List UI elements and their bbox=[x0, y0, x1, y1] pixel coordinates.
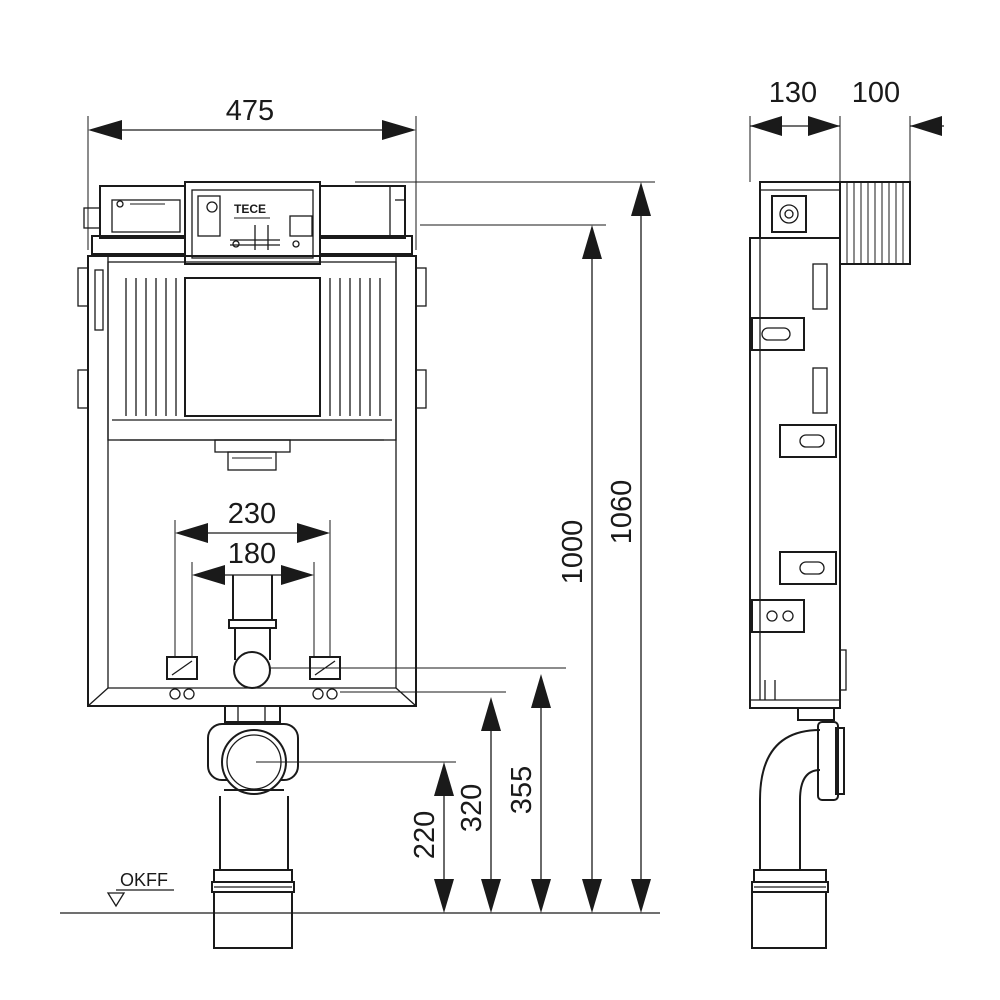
dim-label-180: 180 bbox=[228, 538, 276, 570]
actuator-opening: TECE bbox=[184, 181, 321, 265]
brand-logo: TECE bbox=[234, 202, 266, 216]
dim-label-1000: 1000 bbox=[557, 520, 589, 585]
fixing-bracket-left bbox=[166, 656, 198, 700]
cistern-ribs-left bbox=[125, 278, 177, 416]
dim-label-130: 130 bbox=[769, 77, 817, 109]
finished-floor-level: OKFF bbox=[60, 870, 660, 914]
dim-label-220: 220 bbox=[409, 811, 441, 859]
dim-label-100: 100 bbox=[852, 77, 900, 109]
frame-body bbox=[77, 255, 427, 707]
cistern-ribs-right bbox=[329, 278, 381, 416]
flush-pipe bbox=[228, 575, 277, 689]
side-drain-pipe bbox=[751, 707, 845, 949]
dim-outlet-inner: 180 bbox=[191, 538, 315, 656]
side-view bbox=[749, 181, 911, 949]
dim-label-1060: 1060 bbox=[606, 480, 638, 545]
dim-height-inlet: 355 bbox=[270, 667, 566, 913]
side-bracket-2 bbox=[779, 424, 837, 458]
dim-label-355: 355 bbox=[506, 766, 538, 814]
dim-width-front: 475 bbox=[87, 95, 417, 250]
side-bracket-3 bbox=[779, 551, 837, 585]
dimension-lines: 475 130 100 230 bbox=[87, 77, 944, 913]
dim-height-total: 1060 bbox=[355, 181, 655, 913]
fixing-bracket-right bbox=[309, 656, 341, 700]
dim-label-230: 230 bbox=[228, 498, 276, 530]
side-bracket-1 bbox=[751, 317, 805, 351]
cistern-depth-block bbox=[839, 181, 911, 265]
dim-label-320: 320 bbox=[456, 784, 488, 832]
dim-outlet-outer: 230 bbox=[174, 498, 331, 656]
drain-connector bbox=[207, 705, 299, 949]
front-view: TECE bbox=[77, 181, 427, 949]
dim-depth: 130 100 bbox=[749, 77, 944, 182]
dim-label-475: 475 bbox=[226, 95, 274, 127]
dim-height-frame: 1000 bbox=[420, 224, 606, 913]
floor-level-label: OKFF bbox=[120, 870, 168, 890]
dim-height-drain: 220 bbox=[256, 761, 456, 913]
side-bracket-4 bbox=[751, 599, 805, 633]
dim-height-fixing: 320 bbox=[340, 691, 506, 913]
cistern-tank bbox=[107, 261, 397, 471]
